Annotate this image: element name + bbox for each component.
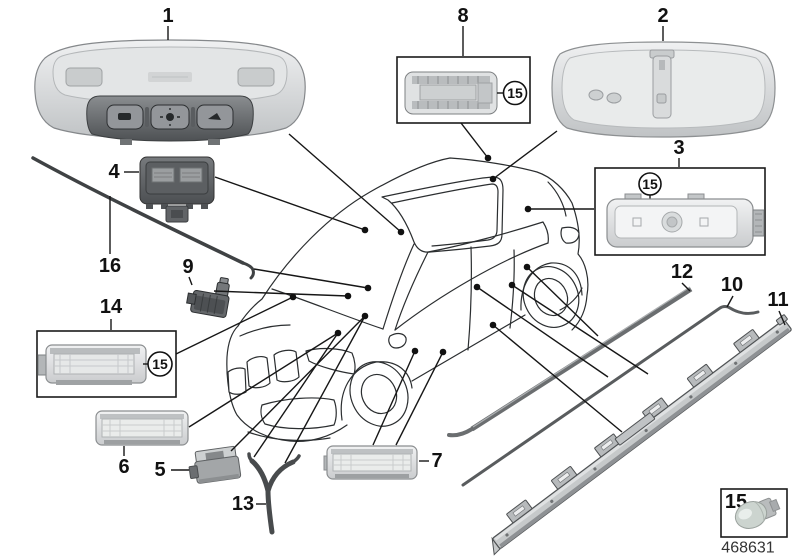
doc-number: 468631 <box>721 540 774 557</box>
footwell-lamp-icon-part6 <box>95 410 189 446</box>
sensor-connector-icon-part9 <box>186 277 230 318</box>
y-cable-icon-part13 <box>247 452 301 535</box>
callout-8[interactable]: 8 <box>457 5 468 27</box>
bulb-box-part15: 15 <box>720 488 788 538</box>
reading-light-icon-part4 <box>139 156 215 223</box>
circled-callout-15-c[interactable]: 15 <box>152 356 168 372</box>
boxed-lamp-icon-part8: 15 <box>396 56 531 124</box>
callout-3[interactable]: 3 <box>673 137 684 159</box>
circled-callout-icon <box>502 80 528 106</box>
callout-13[interactable]: 13 <box>232 493 254 515</box>
overhead-console-icon-part1 <box>34 39 306 145</box>
callout-7[interactable]: 7 <box>431 450 442 472</box>
callout-10[interactable]: 10 <box>721 274 743 296</box>
boxed-lamp-icon-part3: 15 <box>594 167 766 256</box>
callout-16[interactable]: 16 <box>99 255 121 277</box>
callout-2[interactable]: 2 <box>657 5 668 27</box>
callout-dots <box>289 154 532 356</box>
wiring-harness-icon-part16 <box>31 156 255 280</box>
callout-labels: 1 2 3 4 5 6 7 8 9 10 11 12 13 14 16 <box>99 5 789 515</box>
rear-interior-light-icon-part2 <box>551 41 776 138</box>
callout-5[interactable]: 5 <box>154 459 165 481</box>
connector-housing-icon-part5 <box>188 445 242 484</box>
callout-11[interactable]: 11 <box>767 289 788 311</box>
car-outline-sketch <box>226 157 589 442</box>
circled-callout-15-a[interactable]: 15 <box>507 85 523 101</box>
circled-callout-15-b[interactable]: 15 <box>642 176 658 192</box>
callout-9[interactable]: 9 <box>182 256 193 278</box>
callout-4[interactable]: 4 <box>108 161 120 183</box>
wedge-bulb-icon <box>734 497 781 529</box>
light-guide-rail-icon-part11 <box>491 314 792 556</box>
callout-1[interactable]: 1 <box>162 5 173 27</box>
light-guide-strip-icon-part10 <box>461 305 760 487</box>
callout-12[interactable]: 12 <box>671 261 693 283</box>
callout-14[interactable]: 14 <box>100 296 123 318</box>
boxed-lamp-icon-part14: 15 <box>36 330 177 398</box>
luggage-lamp-icon-part7 <box>323 445 418 480</box>
callout-6[interactable]: 6 <box>118 456 129 478</box>
circled-callout-icon <box>147 351 173 377</box>
leader-lines <box>109 26 786 505</box>
